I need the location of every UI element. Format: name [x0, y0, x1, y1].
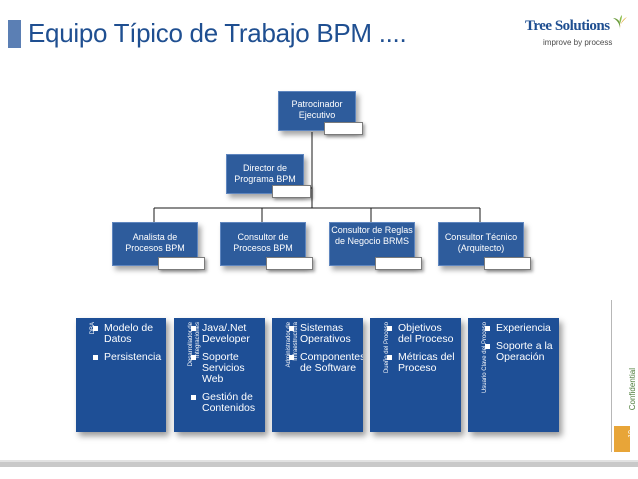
list-item: Java/.Net Developer	[190, 323, 261, 345]
role-card-dueno: Dueño del Proceso Objetivos del Proceso …	[370, 318, 461, 432]
list-item: Modelo de Datos	[92, 323, 162, 345]
list-item: Experiencia	[484, 323, 555, 334]
role-label: Desarrollador de Integraciones	[188, 322, 201, 367]
node-label: Director de Programa BPM	[234, 163, 296, 184]
sidebar-divider	[611, 300, 612, 452]
role-label: DBA	[90, 322, 96, 335]
node-shadow-box	[266, 257, 313, 270]
role-items: Sistemas Operativos Componentes de Softw…	[288, 323, 363, 381]
role-card-desarrollador: Desarrollador de Integraciones Java/.Net…	[174, 318, 265, 432]
role-items: Modelo de Datos Persistencia	[92, 323, 162, 370]
list-item: Soporte Servicios Web	[190, 352, 261, 385]
role-card-usuario-clave: Usuario Clave del Proceso Experiencia So…	[468, 318, 559, 432]
role-items: Objetivos del Proceso Métricas del Proce…	[386, 323, 457, 381]
node-label: Analista de Procesos BPM	[125, 232, 185, 253]
logo-tagline: improve by process	[543, 38, 613, 47]
node-consultor-tecnico: Consultor Técnico (Arquitecto)	[438, 222, 531, 270]
node-label: Consultor de Procesos BPM	[233, 232, 293, 253]
role-card-administrador: Administrador de Infraestructura Sistema…	[272, 318, 363, 432]
role-card-dba: DBA Modelo de Datos Persistencia	[76, 318, 166, 432]
list-item: Objetivos del Proceso	[386, 323, 457, 345]
role-label: Dueño del Proceso	[384, 322, 390, 374]
slide-title: Equipo Típico de Trabajo BPM ....	[28, 18, 407, 48]
node-shadow-box	[272, 185, 311, 198]
node-shadow-box	[158, 257, 205, 270]
node-patrocinador-ejecutivo: Patrocinador Ejecutivo	[278, 91, 363, 135]
list-item: Componentes de Software	[288, 352, 363, 374]
role-items: Java/.Net Developer Soporte Servicios We…	[190, 323, 261, 421]
title-accent-bar	[8, 20, 21, 48]
footer-bar	[0, 462, 638, 467]
confidential-label: Confidential	[628, 368, 637, 411]
node-shadow-box	[324, 122, 363, 135]
role-label: Administrador de Infraestructura	[286, 322, 299, 368]
role-items: Experiencia Soporte a la Operación	[484, 323, 555, 370]
node-label: Patrocinador Ejecutivo	[291, 99, 343, 120]
node-director-programa: Director de Programa BPM	[226, 154, 311, 198]
list-item: Sistemas Operativos	[288, 323, 359, 345]
node-label: Consultor de Reglas de Negocio BRMS	[331, 225, 413, 246]
page-number-badge: 19	[614, 426, 635, 452]
logo-name: Tree Solutions	[525, 18, 610, 34]
list-item: Persistencia	[92, 352, 162, 363]
node-analista-procesos: Analista de Procesos BPM	[112, 222, 205, 270]
list-item: Soporte a la Operación	[484, 341, 555, 363]
node-consultor-reglas: Consultor de Reglas de Negocio BRMS	[329, 222, 422, 270]
leaf-icon	[613, 15, 627, 29]
list-item: Gestión de Contenidos	[190, 392, 261, 414]
footer-highlight	[0, 460, 638, 462]
role-label: Usuario Clave del Proceso	[482, 322, 488, 394]
company-logo: Tree Solutions improve by process	[525, 14, 629, 50]
node-consultor-procesos: Consultor de Procesos BPM	[220, 222, 313, 270]
list-item: Métricas del Proceso	[386, 352, 457, 374]
node-shadow-box	[375, 257, 422, 270]
node-label: Consultor Técnico (Arquitecto)	[444, 232, 518, 253]
node-shadow-box	[484, 257, 531, 270]
